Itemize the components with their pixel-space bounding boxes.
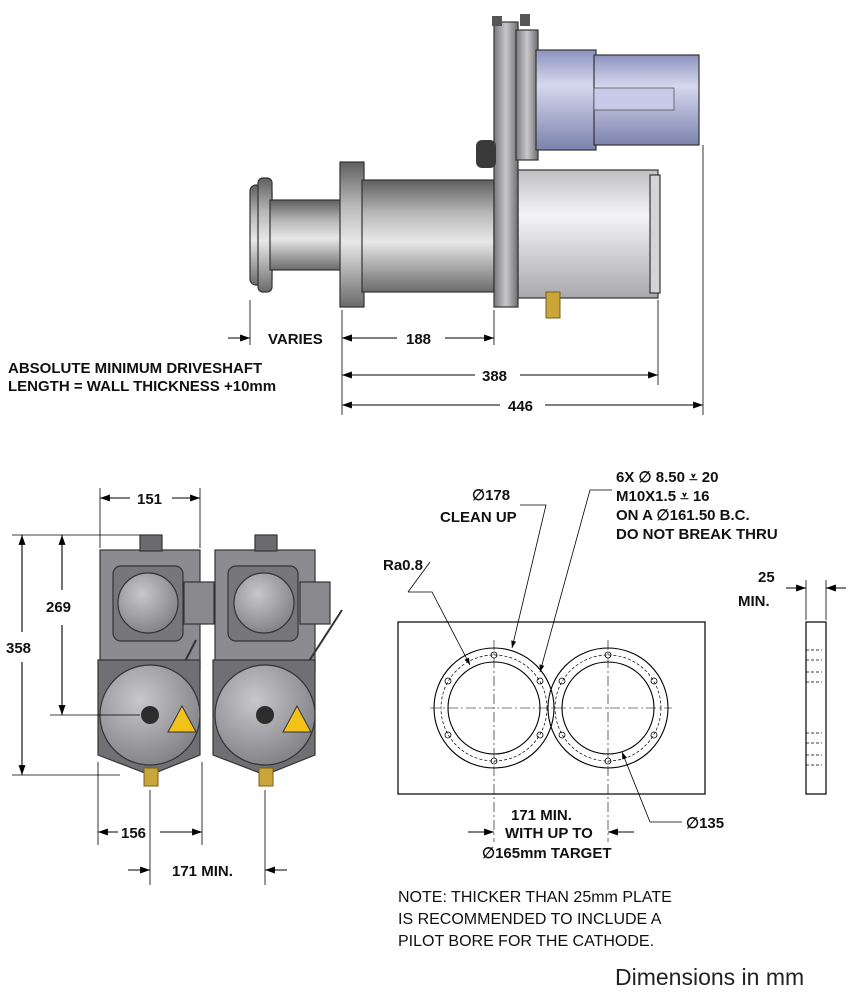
dim-388: 388 <box>482 368 507 385</box>
note-line2: IS RECOMMENDED TO INCLUDE A <box>398 911 662 928</box>
dim-156: 156 <box>121 825 146 842</box>
bolt-head <box>492 16 502 26</box>
dim-171-min-left: 171 MIN. <box>172 863 233 880</box>
cathode-unit-left <box>97 534 215 787</box>
side-view: VARIES 188 388 446 ABSOLUTE MINIMUM DRIV… <box>8 14 704 415</box>
body-end-cap <box>649 174 661 294</box>
warning-icon <box>282 704 312 733</box>
bolt-head <box>520 14 530 26</box>
dim-25: 25 <box>758 569 775 586</box>
roughness-label: Ra0.8 <box>383 557 423 574</box>
dim-151: 151 <box>137 491 162 508</box>
driveshaft-note-line1: ABSOLUTE MINIMUM DRIVESHAFT <box>8 360 262 377</box>
units-note: Dimensions in mm <box>615 964 804 990</box>
dim-269: 269 <box>46 599 71 616</box>
mounting-plate-view: Ra0.8 ∅178 CLEAN UP 6X ∅ 8.50 ⩡ 20 M10X1… <box>383 469 846 862</box>
hole-spec-line3: ON A ∅161.50 B.C. <box>616 507 750 524</box>
clean-up-dia: ∅178 <box>472 487 510 504</box>
dim-25-min: MIN. <box>738 593 770 610</box>
clean-up-text: CLEAN UP <box>440 509 517 526</box>
center-dim-line3: ∅165mm TARGET <box>482 845 612 862</box>
dim-358: 358 <box>6 640 31 657</box>
motor-band <box>593 87 675 111</box>
dim-446: 446 <box>508 398 533 415</box>
cathode-unit-right <box>212 534 343 787</box>
dim-135: ∅135 <box>686 815 724 832</box>
plate-edge-view <box>805 621 827 795</box>
vertical-plate <box>493 21 519 308</box>
center-dim-line2: WITH UP TO <box>505 825 593 842</box>
note-line1: NOTE: THICKER THAN 25mm PLATE <box>398 889 672 906</box>
gearbox-plate <box>515 29 539 161</box>
plate-outline <box>397 621 706 795</box>
warning-icon <box>167 704 197 733</box>
center-dim-line1: 171 MIN. <box>511 807 572 824</box>
hole-spec-line1: 6X ∅ 8.50 ⩡ 20 <box>616 469 718 486</box>
cathode-body <box>517 169 659 299</box>
hole-spec-line4: DO NOT BREAK THRU <box>616 526 778 543</box>
main-tube <box>361 179 495 293</box>
motor-gearbox <box>535 49 597 151</box>
shaft-tube <box>269 199 343 271</box>
hole-spec-line2: M10X1.5 ⩡ 16 <box>616 488 710 505</box>
note-line3: PILOT BORE FOR THE CATHODE. <box>398 933 654 950</box>
front-view: 151 269 358 156 171 MIN. <box>6 488 343 885</box>
brass-fitting <box>545 291 561 319</box>
mounting-flange <box>339 161 365 308</box>
knob <box>476 140 496 168</box>
dim-188: 188 <box>406 331 431 348</box>
driveshaft-note-line2: LENGTH = WALL THICKNESS +10mm <box>8 378 276 395</box>
varies-label: VARIES <box>268 331 323 348</box>
